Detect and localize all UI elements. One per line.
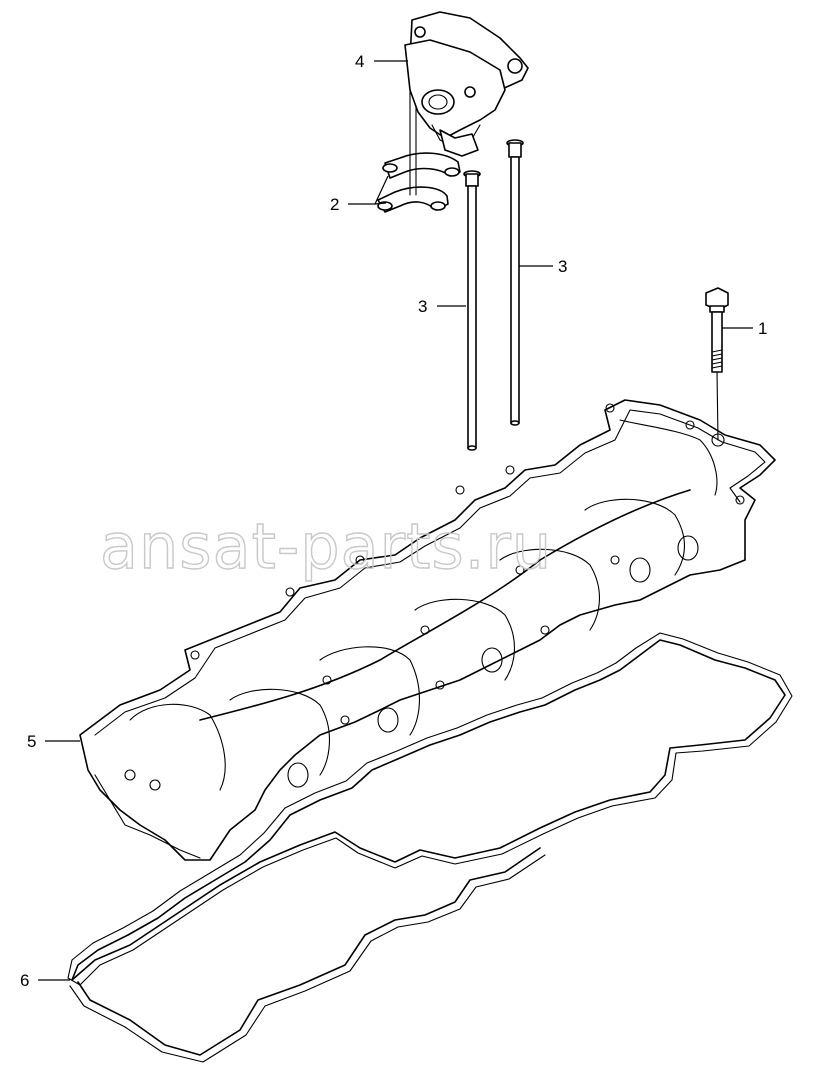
part-5-valve-cover: [79, 399, 776, 861]
part-4-rocker-assembly: [404, 11, 529, 196]
callout-6: 6: [20, 971, 29, 990]
leader-lines: [38, 60, 753, 981]
part-2-seats: [377, 152, 461, 213]
callout-3-left: 3: [418, 297, 427, 316]
callout-5: 5: [27, 732, 36, 751]
callout-2: 2: [330, 195, 339, 214]
callout-3-right: 3: [558, 257, 567, 276]
watermark-text: ansat-parts.ru: [100, 510, 552, 583]
part-6-gasket: [67, 632, 793, 1063]
part-1-bolt: [705, 287, 729, 441]
callout-1: 1: [758, 319, 767, 338]
part-3-pushrod-right: [506, 139, 524, 426]
part-3-pushrod-left: [463, 170, 481, 451]
callout-4: 4: [355, 52, 364, 71]
